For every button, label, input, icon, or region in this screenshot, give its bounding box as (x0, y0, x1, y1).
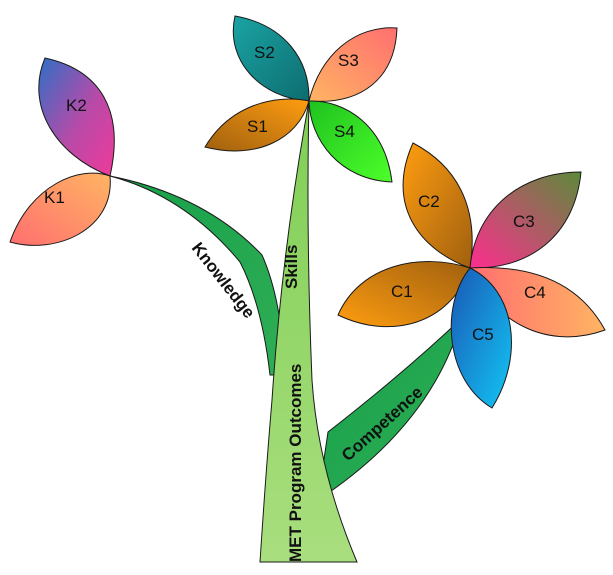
petal-label-c3: C3 (513, 212, 535, 231)
petal-label-c5: C5 (472, 325, 494, 344)
stem-label-main: MET Program Outcomes (286, 364, 305, 562)
petal-label-c4: C4 (524, 283, 546, 302)
petal-k1 (9, 172, 111, 246)
petal-label-s4: S4 (334, 122, 355, 141)
stem-label-skills: Skills (282, 245, 301, 289)
petal-s1 (204, 98, 310, 152)
petal-label-k2: K2 (66, 96, 87, 115)
petal-label-c2: C2 (418, 192, 440, 211)
petal-s4 (308, 100, 393, 183)
petal-s3 (308, 27, 398, 102)
petal-s2 (232, 15, 310, 102)
petal-c1 (337, 261, 471, 328)
petal-label-s1: S1 (247, 117, 268, 136)
petal-c3 (469, 171, 582, 269)
petal-label-s2: S2 (254, 43, 275, 62)
petal-label-s3: S3 (338, 51, 359, 70)
petal-c2 (402, 142, 473, 269)
petal-k2 (38, 57, 115, 177)
knowledge-branch (109, 175, 286, 376)
main-stem (259, 100, 358, 563)
petal-label-c1: C1 (391, 282, 413, 301)
petal-c5 (450, 267, 512, 409)
petal-label-k1: K1 (44, 188, 65, 207)
